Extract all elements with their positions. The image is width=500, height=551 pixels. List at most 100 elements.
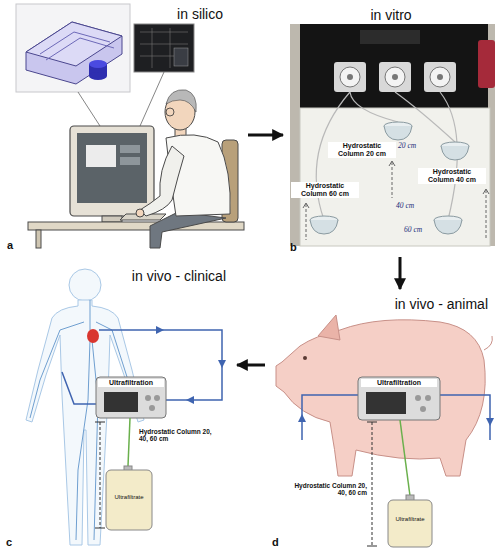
column-label: Hydrostatic Column 40 cm	[418, 168, 486, 184]
column-label: Hydrostatic Column 20 cm	[328, 142, 396, 158]
computer-monitor	[102, 216, 122, 222]
ultrafiltration-device	[104, 392, 138, 412]
ultrafiltration-device	[425, 395, 431, 401]
lab-photo	[385, 67, 405, 87]
lab-photo	[300, 108, 490, 246]
panel: in vitro b	[286, 2, 496, 254]
ultrafiltration-device	[96, 377, 166, 418]
computer-monitor	[77, 133, 147, 203]
ultrafiltration-device	[145, 395, 151, 401]
panel: in vivo - animald	[268, 292, 496, 549]
column-label: Hydrostatic Column 20, 40, 60 cm	[138, 428, 214, 443]
column-label: Hydrostatic Column 20, 40, 60 cm	[288, 482, 368, 497]
panel-letter: b	[290, 241, 297, 254]
bag-label: Ultrafiltrate	[107, 494, 151, 501]
lab-photo	[379, 62, 411, 92]
lab-photo	[392, 74, 398, 80]
seated-man	[136, 209, 144, 217]
cad-inset	[16, 4, 130, 92]
ultrafiltration-device	[154, 395, 160, 401]
cad-inset	[89, 72, 107, 80]
leader-line	[78, 72, 164, 126]
ultrafiltrate-bag	[388, 495, 432, 547]
pig	[276, 320, 485, 476]
dimension-line	[367, 546, 377, 547]
ultrafiltration-device	[358, 377, 440, 420]
ultrafiltrate-bag	[388, 500, 432, 547]
dimension-line	[95, 422, 105, 423]
column-label: Hydrostatic Column 60 cm	[291, 182, 359, 198]
lab-photo	[290, 24, 495, 246]
computer-monitor	[86, 145, 116, 167]
dimension-line	[367, 422, 377, 546]
dimension-line	[95, 422, 105, 528]
human-figure	[69, 269, 101, 301]
dimension-line	[372, 422, 373, 546]
cad-inset	[46, 38, 114, 60]
bag-label: Ultrafiltrate	[389, 516, 431, 523]
handwritten-mark: 40 cm	[396, 202, 430, 211]
lab-photo	[347, 74, 353, 80]
computer-monitor	[70, 126, 154, 222]
ultrafiltrate-bag	[106, 466, 152, 530]
leader-line	[78, 92, 100, 126]
human-figure	[87, 329, 99, 343]
blood-circuit	[156, 326, 164, 334]
cad-inset	[89, 60, 107, 68]
device-label: Ultrafiltration	[361, 379, 437, 387]
handwritten-mark: 20 cm	[398, 142, 432, 151]
lab-photo	[290, 24, 495, 246]
ultrafiltration-device	[415, 395, 421, 401]
lab-photo	[334, 62, 366, 92]
lab-photo	[316, 92, 457, 220]
lab-photo	[340, 67, 360, 87]
lab-photo	[306, 162, 486, 240]
lab-photo	[360, 30, 420, 44]
lab-photo	[441, 146, 469, 160]
dimension-line	[367, 422, 377, 423]
blood-circuit	[486, 418, 494, 426]
seated-man	[166, 90, 196, 112]
lab-photo	[430, 67, 450, 87]
device-label: Ultrafiltration	[98, 379, 164, 387]
software-screenshot	[134, 24, 194, 72]
pig	[303, 356, 307, 360]
flow-arrow	[399, 257, 402, 289]
leader-line	[140, 72, 164, 126]
flow-arrow	[237, 364, 265, 367]
ultrafiltrate-line	[400, 420, 410, 496]
panel-letter: c	[6, 536, 12, 549]
pig	[276, 315, 492, 476]
lab-photo	[310, 220, 338, 234]
seated-man	[140, 146, 184, 216]
ultrafiltration-device	[149, 405, 155, 411]
panel-letter: a	[7, 239, 13, 252]
seated-man	[136, 90, 238, 248]
panel-title: in silico	[177, 6, 223, 22]
cad-inset	[40, 32, 110, 54]
panel-letter: d	[272, 536, 279, 549]
desk	[28, 222, 244, 230]
blood-circuit	[186, 396, 194, 404]
computer-monitor	[120, 145, 140, 153]
panel-title: in vitro	[286, 7, 496, 23]
cad-inset	[26, 22, 122, 84]
ultrafiltrate-line	[128, 418, 130, 466]
ultrafiltrate-line	[128, 418, 130, 466]
pig	[318, 315, 340, 340]
lab-photo	[384, 126, 412, 140]
dimension-line	[100, 422, 101, 528]
software-screenshot	[140, 28, 188, 68]
dimension-line	[95, 528, 105, 529]
panel: in vivo - clinicalc	[2, 262, 234, 549]
ultrafiltration-device	[358, 377, 440, 420]
ultrafiltration-device	[96, 377, 166, 418]
cad-inset	[26, 22, 122, 66]
lab-photo	[434, 220, 462, 234]
lab-photo	[437, 74, 443, 80]
seated-man	[150, 212, 226, 248]
lab-photo	[300, 24, 488, 110]
pig	[484, 336, 492, 350]
